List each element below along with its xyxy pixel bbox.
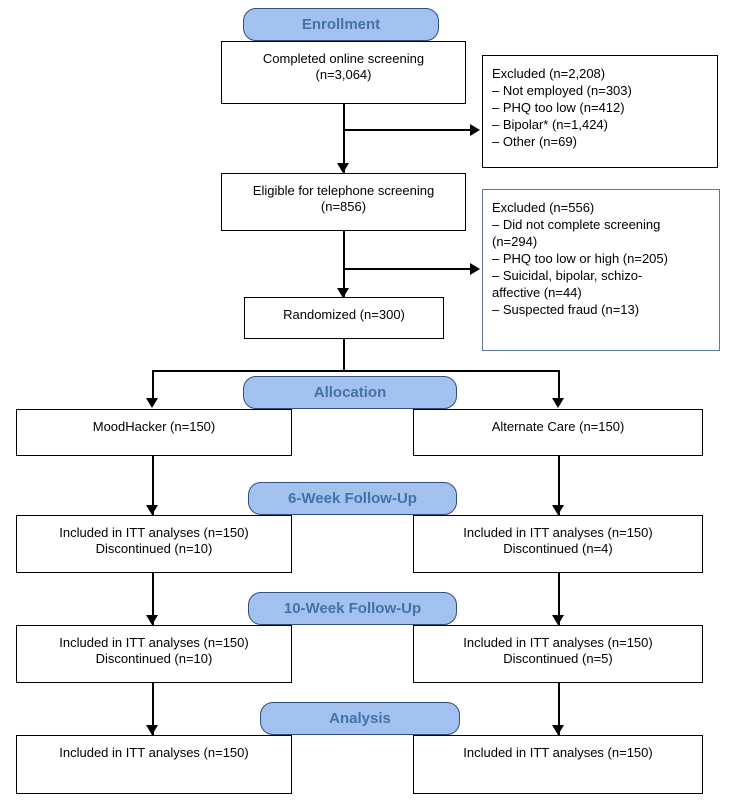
node-week10-alternate-care-line1: Included in ITT analyses (n=150) bbox=[463, 635, 653, 650]
excluded-online-heading: Excluded (n=2,208) bbox=[492, 66, 606, 81]
arrow-randomized-to-alternate bbox=[552, 398, 564, 408]
node-analysis-alternate-care: Included in ITT analyses (n=150) bbox=[413, 735, 703, 794]
stage-pill-10-week-follow-up-label: 10-Week Follow-Up bbox=[283, 600, 422, 617]
connector-randomized-stem bbox=[343, 339, 345, 371]
arrow-week6-to-week10-left bbox=[146, 615, 158, 625]
connector-moodhacker-to-week6 bbox=[152, 456, 154, 515]
stage-pill-enrollment: Enrollment bbox=[243, 8, 439, 41]
node-analysis-alternate-care-line1: Included in ITT analyses (n=150) bbox=[463, 745, 653, 760]
excluded-online-item-1: – PHQ too low (n=412) bbox=[492, 100, 625, 115]
excluded-phone-item-2: – PHQ too low or high (n=205) bbox=[492, 251, 668, 266]
node-completed-online-screening-line1: Completed online screening bbox=[262, 51, 425, 66]
stage-pill-6-week-follow-up: 6-Week Follow-Up bbox=[248, 482, 457, 515]
node-week10-moodhacker-line2: Discontinued (n=10) bbox=[95, 651, 213, 666]
stage-pill-analysis-label: Analysis bbox=[329, 710, 391, 727]
connector-alternate-to-week6 bbox=[558, 456, 560, 515]
connector-randomized-split bbox=[152, 370, 559, 372]
excluded-phone-item-5: – Suspected fraud (n=13) bbox=[492, 302, 640, 317]
excluded-phone-heading: Excluded (n=556) bbox=[492, 200, 595, 215]
node-allocation-alternate-care-line1: Alternate Care (n=150) bbox=[491, 419, 625, 434]
connector-screening-to-excluded bbox=[343, 129, 473, 131]
excluded-phone-item-0: – Did not complete screening bbox=[492, 217, 661, 232]
connector-week6-to-week10-right bbox=[558, 573, 560, 625]
node-allocation-moodhacker-line1: MoodHacker (n=150) bbox=[92, 419, 216, 434]
box-excluded-online-screening: Excluded (n=2,208) – Not employed (n=303… bbox=[482, 55, 718, 168]
node-completed-online-screening: Completed online screening (n=3,064) bbox=[221, 41, 466, 104]
node-allocation-moodhacker: MoodHacker (n=150) bbox=[16, 409, 292, 456]
stage-pill-allocation: Allocation bbox=[243, 376, 457, 409]
excluded-phone-item-4: affective (n=44) bbox=[492, 285, 582, 300]
arrow-week10-to-analysis-left bbox=[146, 725, 158, 735]
node-week6-moodhacker-line1: Included in ITT analyses (n=150) bbox=[59, 525, 249, 540]
node-randomized-line1: Randomized (n=300) bbox=[283, 307, 405, 322]
node-completed-online-screening-line2: (n=3,064) bbox=[315, 67, 372, 82]
node-week6-moodhacker: Included in ITT analyses (n=150) Discont… bbox=[16, 515, 292, 573]
stage-pill-enrollment-label: Enrollment bbox=[301, 16, 381, 33]
connector-week10-to-analysis-left bbox=[152, 683, 154, 735]
excluded-phone-item-3: – Suicidal, bipolar, schizo- bbox=[492, 268, 643, 283]
stage-pill-10-week-follow-up: 10-Week Follow-Up bbox=[248, 592, 457, 625]
excluded-online-item-2: – Bipolar* (n=1,424) bbox=[492, 117, 608, 132]
node-week10-alternate-care-line2: Discontinued (n=5) bbox=[503, 651, 613, 666]
arrow-randomized-to-moodhacker bbox=[146, 398, 158, 408]
node-week6-alternate-care-line2: Discontinued (n=4) bbox=[503, 541, 613, 556]
arrow-eligible-to-randomized bbox=[337, 288, 349, 298]
node-week6-moodhacker-line2: Discontinued (n=10) bbox=[95, 541, 213, 556]
node-week10-alternate-care: Included in ITT analyses (n=150) Discont… bbox=[413, 625, 703, 683]
arrow-screening-to-excluded bbox=[470, 124, 480, 136]
arrow-moodhacker-to-week6 bbox=[146, 505, 158, 515]
box-excluded-telephone-screening: Excluded (n=556) – Did not complete scre… bbox=[482, 189, 720, 351]
arrow-screening-to-eligible bbox=[337, 163, 349, 173]
connector-eligible-to-randomized bbox=[343, 231, 345, 298]
node-week10-moodhacker-line1: Included in ITT analyses (n=150) bbox=[59, 635, 249, 650]
node-week10-moodhacker: Included in ITT analyses (n=150) Discont… bbox=[16, 625, 292, 683]
stage-pill-6-week-follow-up-label: 6-Week Follow-Up bbox=[288, 490, 417, 507]
arrow-week10-to-analysis-right bbox=[552, 725, 564, 735]
node-week6-alternate-care: Included in ITT analyses (n=150) Discont… bbox=[413, 515, 703, 573]
connector-screening-to-eligible bbox=[343, 104, 345, 174]
connector-randomized-to-alternate bbox=[558, 370, 560, 402]
excluded-online-item-0: – Not employed (n=303) bbox=[492, 83, 632, 98]
connector-eligible-to-excluded bbox=[343, 268, 473, 270]
node-analysis-moodhacker: Included in ITT analyses (n=150) bbox=[16, 735, 292, 794]
node-eligible-telephone-screening: Eligible for telephone screening (n=856) bbox=[221, 173, 466, 231]
stage-pill-allocation-label: Allocation bbox=[313, 384, 387, 401]
node-eligible-line1: Eligible for telephone screening bbox=[252, 183, 435, 198]
node-randomized: Randomized (n=300) bbox=[244, 297, 444, 339]
connector-week10-to-analysis-right bbox=[558, 683, 560, 735]
node-week6-alternate-care-line1: Included in ITT analyses (n=150) bbox=[463, 525, 653, 540]
excluded-phone-item-1: (n=294) bbox=[492, 234, 538, 249]
excluded-online-item-3: – Other (n=69) bbox=[492, 134, 577, 149]
stage-pill-analysis: Analysis bbox=[260, 702, 460, 735]
node-eligible-line2: (n=856) bbox=[320, 199, 367, 214]
arrow-eligible-to-excluded bbox=[470, 263, 480, 275]
arrow-alternate-to-week6 bbox=[552, 505, 564, 515]
connector-randomized-to-moodhacker bbox=[152, 370, 154, 402]
connector-week6-to-week10-left bbox=[152, 573, 154, 625]
arrow-week6-to-week10-right bbox=[552, 615, 564, 625]
node-allocation-alternate-care: Alternate Care (n=150) bbox=[413, 409, 703, 456]
node-analysis-moodhacker-line1: Included in ITT analyses (n=150) bbox=[59, 745, 249, 760]
